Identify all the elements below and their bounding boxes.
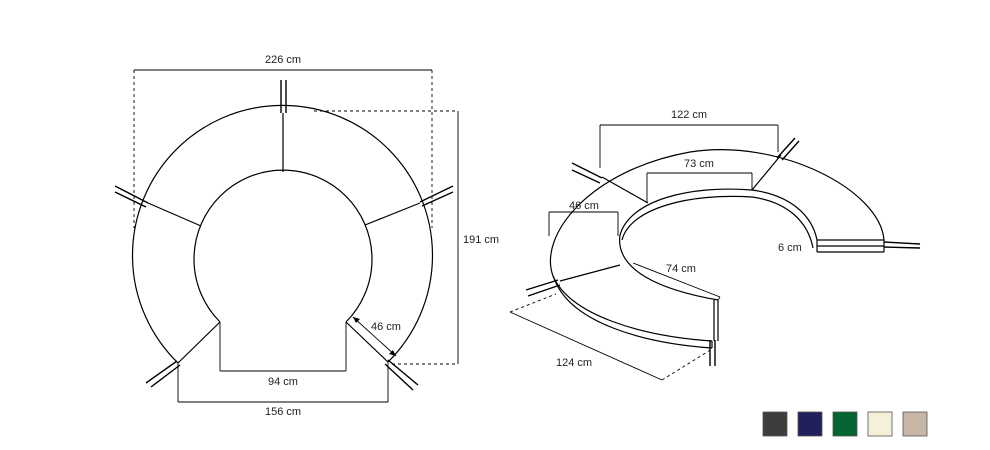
dim-seat-depth-line	[352, 316, 397, 357]
dim-outer-opening: 156 cm	[265, 406, 301, 418]
swatch-cream[interactable]	[867, 411, 893, 437]
swatch-charcoal[interactable]	[762, 411, 788, 437]
dim-inner-opening: 94 cm	[268, 376, 298, 388]
dim-seat-depth: 46 cm	[371, 321, 401, 333]
perspective-joint	[601, 176, 649, 204]
perspective-outer-top	[549, 149, 885, 342]
top-view-joint	[147, 202, 202, 227]
perspective-joint	[559, 264, 621, 282]
dim-perspective-seat-depth: 46 cm	[569, 200, 599, 212]
top-view-inner-contour	[193, 169, 373, 323]
swatch-taupe[interactable]	[902, 411, 928, 437]
top-view: 226 cm 191 cm 46 cm 94 cm 156 cm	[114, 54, 499, 418]
perspective-joint	[751, 154, 782, 191]
perspective-inner-bottom	[621, 195, 814, 249]
arrow-head	[353, 317, 360, 323]
dim-depth: 191 cm	[463, 234, 499, 246]
swatch-green[interactable]	[832, 411, 858, 437]
color-swatches	[762, 411, 928, 437]
perspective-outer-bottom	[555, 282, 713, 349]
top-view-joint	[364, 202, 421, 226]
dim-section-outer: 122 cm	[671, 109, 707, 121]
dim-outer-width: 226 cm	[265, 54, 301, 66]
arrow-head	[389, 350, 396, 356]
dim-thickness: 6 cm	[778, 242, 802, 254]
dim-end-outer: 124 cm	[556, 357, 592, 369]
dim-end-inner: 74 cm	[666, 263, 696, 275]
top-view-left-end	[177, 321, 221, 364]
perspective-view: 122 cm 73 cm 46 cm 6 cm 74 cm 124 cm	[509, 109, 921, 381]
top-view-outer-contour	[131, 104, 434, 364]
dim-section-inner: 73 cm	[684, 158, 714, 170]
top-view-right-end	[345, 321, 389, 363]
top-view-legs	[114, 80, 454, 391]
perspective-legs	[525, 137, 921, 366]
swatch-navy[interactable]	[797, 411, 823, 437]
perspective-inner-top	[619, 188, 818, 301]
